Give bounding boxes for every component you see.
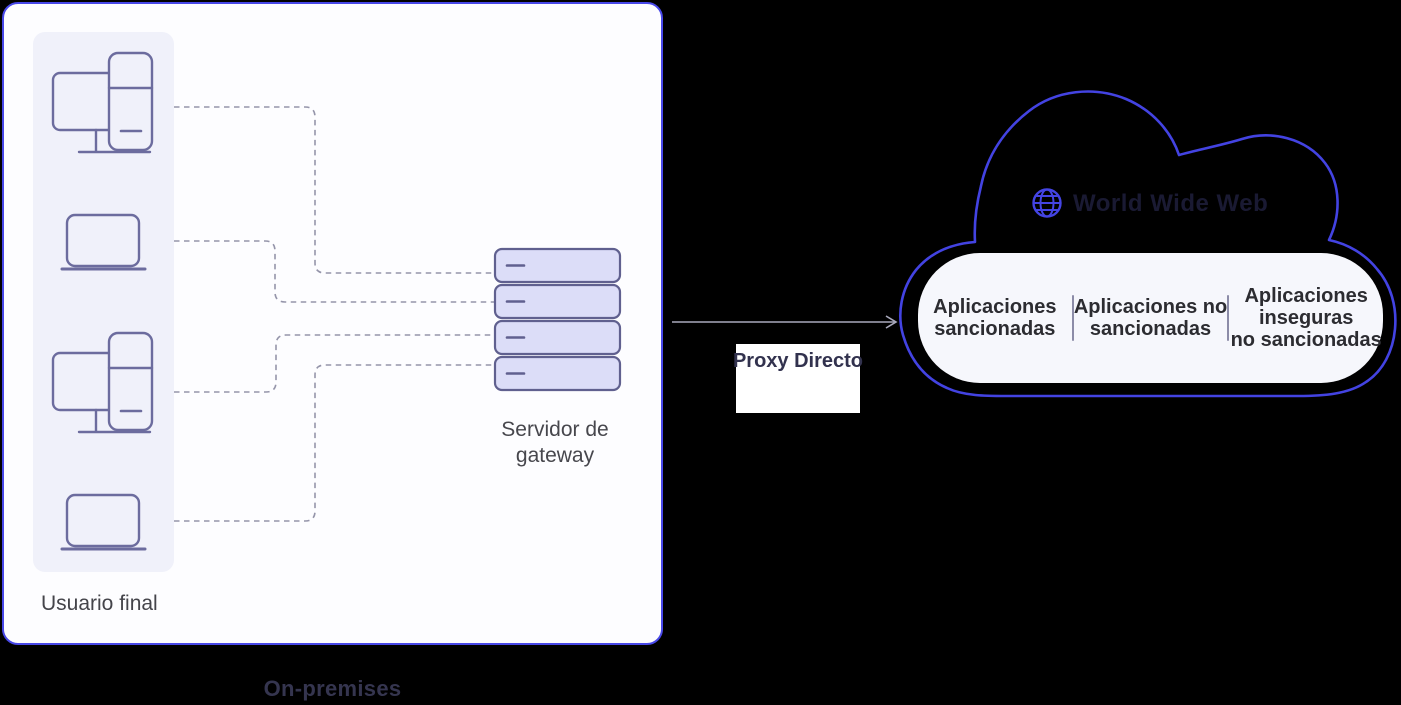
laptop-icon — [60, 493, 147, 551]
app-category-inseguras: Aplicaciones inseguras no sancionadas — [1229, 285, 1383, 351]
app-category-divider — [1071, 295, 1074, 341]
world-wide-web-label: World Wide Web — [1073, 190, 1269, 217]
dashed-connector — [174, 106, 496, 274]
app-category-line: sancionadas — [934, 318, 1056, 340]
dashed-connector — [174, 334, 496, 393]
end-user-label: Usuario final — [41, 592, 158, 615]
gateway-server-label-line1: Servidor de — [501, 418, 609, 441]
desktop-phone-icon — [51, 51, 154, 154]
desktop-phone-icon — [51, 331, 154, 434]
proxy-arrow — [672, 315, 898, 329]
app-category-line: no sancionadas — [1230, 329, 1382, 351]
globe-icon — [1032, 188, 1062, 218]
app-category-line: inseguras — [1258, 307, 1354, 329]
app-category-sancionadas: Aplicaciones sancionadas — [918, 296, 1072, 340]
app-category-divider — [1227, 295, 1230, 341]
laptop-icon — [60, 213, 147, 271]
app-category-no-sancionadas: Aplicaciones no sancionadas — [1074, 296, 1228, 340]
app-category-line: Aplicaciones no — [1073, 296, 1228, 318]
proxy-label-box: Proxy Directo — [732, 344, 864, 413]
proxy-directo-label: Proxy Directo — [732, 350, 864, 372]
app-categories-box: Aplicaciones sancionadas Aplicaciones no… — [918, 253, 1383, 383]
app-category-line: Aplicaciones — [1244, 285, 1368, 307]
dashed-connector — [174, 364, 496, 522]
cloud-outline — [899, 90, 1397, 398]
on-premises-label: On-premises — [263, 676, 402, 701]
app-category-line: sancionadas — [1089, 318, 1212, 340]
gateway-server-icon — [493, 247, 622, 392]
gateway-server-label-line2: gateway — [515, 444, 595, 467]
app-category-line: Aplicaciones — [933, 296, 1057, 318]
gateway-server-label: Servidor de gateway — [465, 417, 645, 469]
dashed-connector — [174, 240, 496, 303]
